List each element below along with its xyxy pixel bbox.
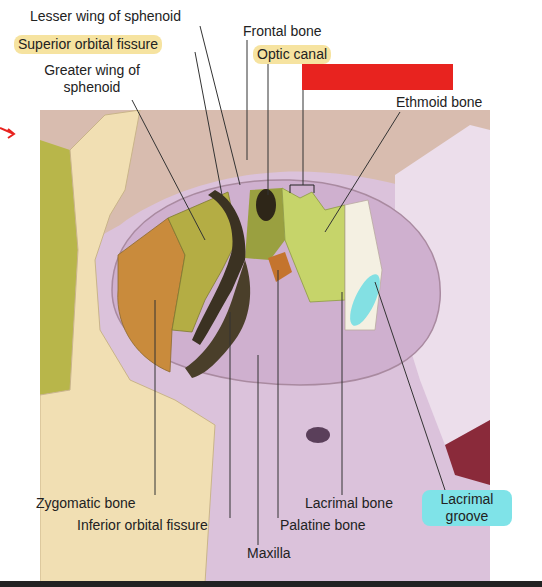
leader-line	[200, 26, 240, 185]
part-label: Zygomatic bone	[36, 495, 136, 512]
leader-line	[132, 100, 205, 240]
orbit-cavity	[112, 180, 440, 385]
part-label: Ethmoid bone	[396, 94, 482, 111]
leader-line	[325, 112, 400, 232]
leader-line	[258, 355, 259, 545]
bracket	[290, 185, 314, 193]
inferior-fissure-shape	[185, 260, 250, 378]
part-label: Lacrimal groove	[422, 490, 512, 526]
leader-line	[342, 292, 343, 495]
part-label: Greater wing of sphenoid	[42, 62, 142, 96]
lacrimal-groove-highlight	[344, 270, 386, 329]
redaction-box	[302, 64, 453, 90]
ethmoid-surface	[282, 188, 345, 302]
leader-line	[195, 52, 222, 195]
part-label: Maxilla	[247, 545, 291, 562]
leader-line	[268, 62, 269, 195]
optic-canal-hole	[256, 189, 276, 221]
leader-line	[278, 270, 279, 518]
bottom-bar	[0, 581, 542, 587]
leader-line	[375, 282, 445, 490]
nasal-cavity	[445, 420, 490, 485]
leader-line	[230, 312, 231, 518]
part-label: Lacrimal bone	[305, 495, 393, 512]
part-label: Optic canal	[253, 45, 331, 64]
part-label: Palatine bone	[280, 517, 366, 534]
sphenoid-body	[245, 188, 285, 260]
part-label: Frontal bone	[243, 23, 322, 40]
infraorbital-foramen	[306, 427, 330, 443]
part-label: Lesser wing of sphenoid	[30, 8, 181, 25]
leader-line	[303, 90, 304, 185]
red-mark	[0, 128, 14, 138]
zygomatic-orbital-surface	[118, 218, 185, 372]
palatine-surface	[268, 252, 292, 282]
part-label: Superior orbital fissure	[14, 35, 162, 54]
part-label: Inferior orbital fissure	[77, 517, 208, 534]
leader-line	[155, 300, 156, 495]
leader-line	[247, 40, 248, 160]
